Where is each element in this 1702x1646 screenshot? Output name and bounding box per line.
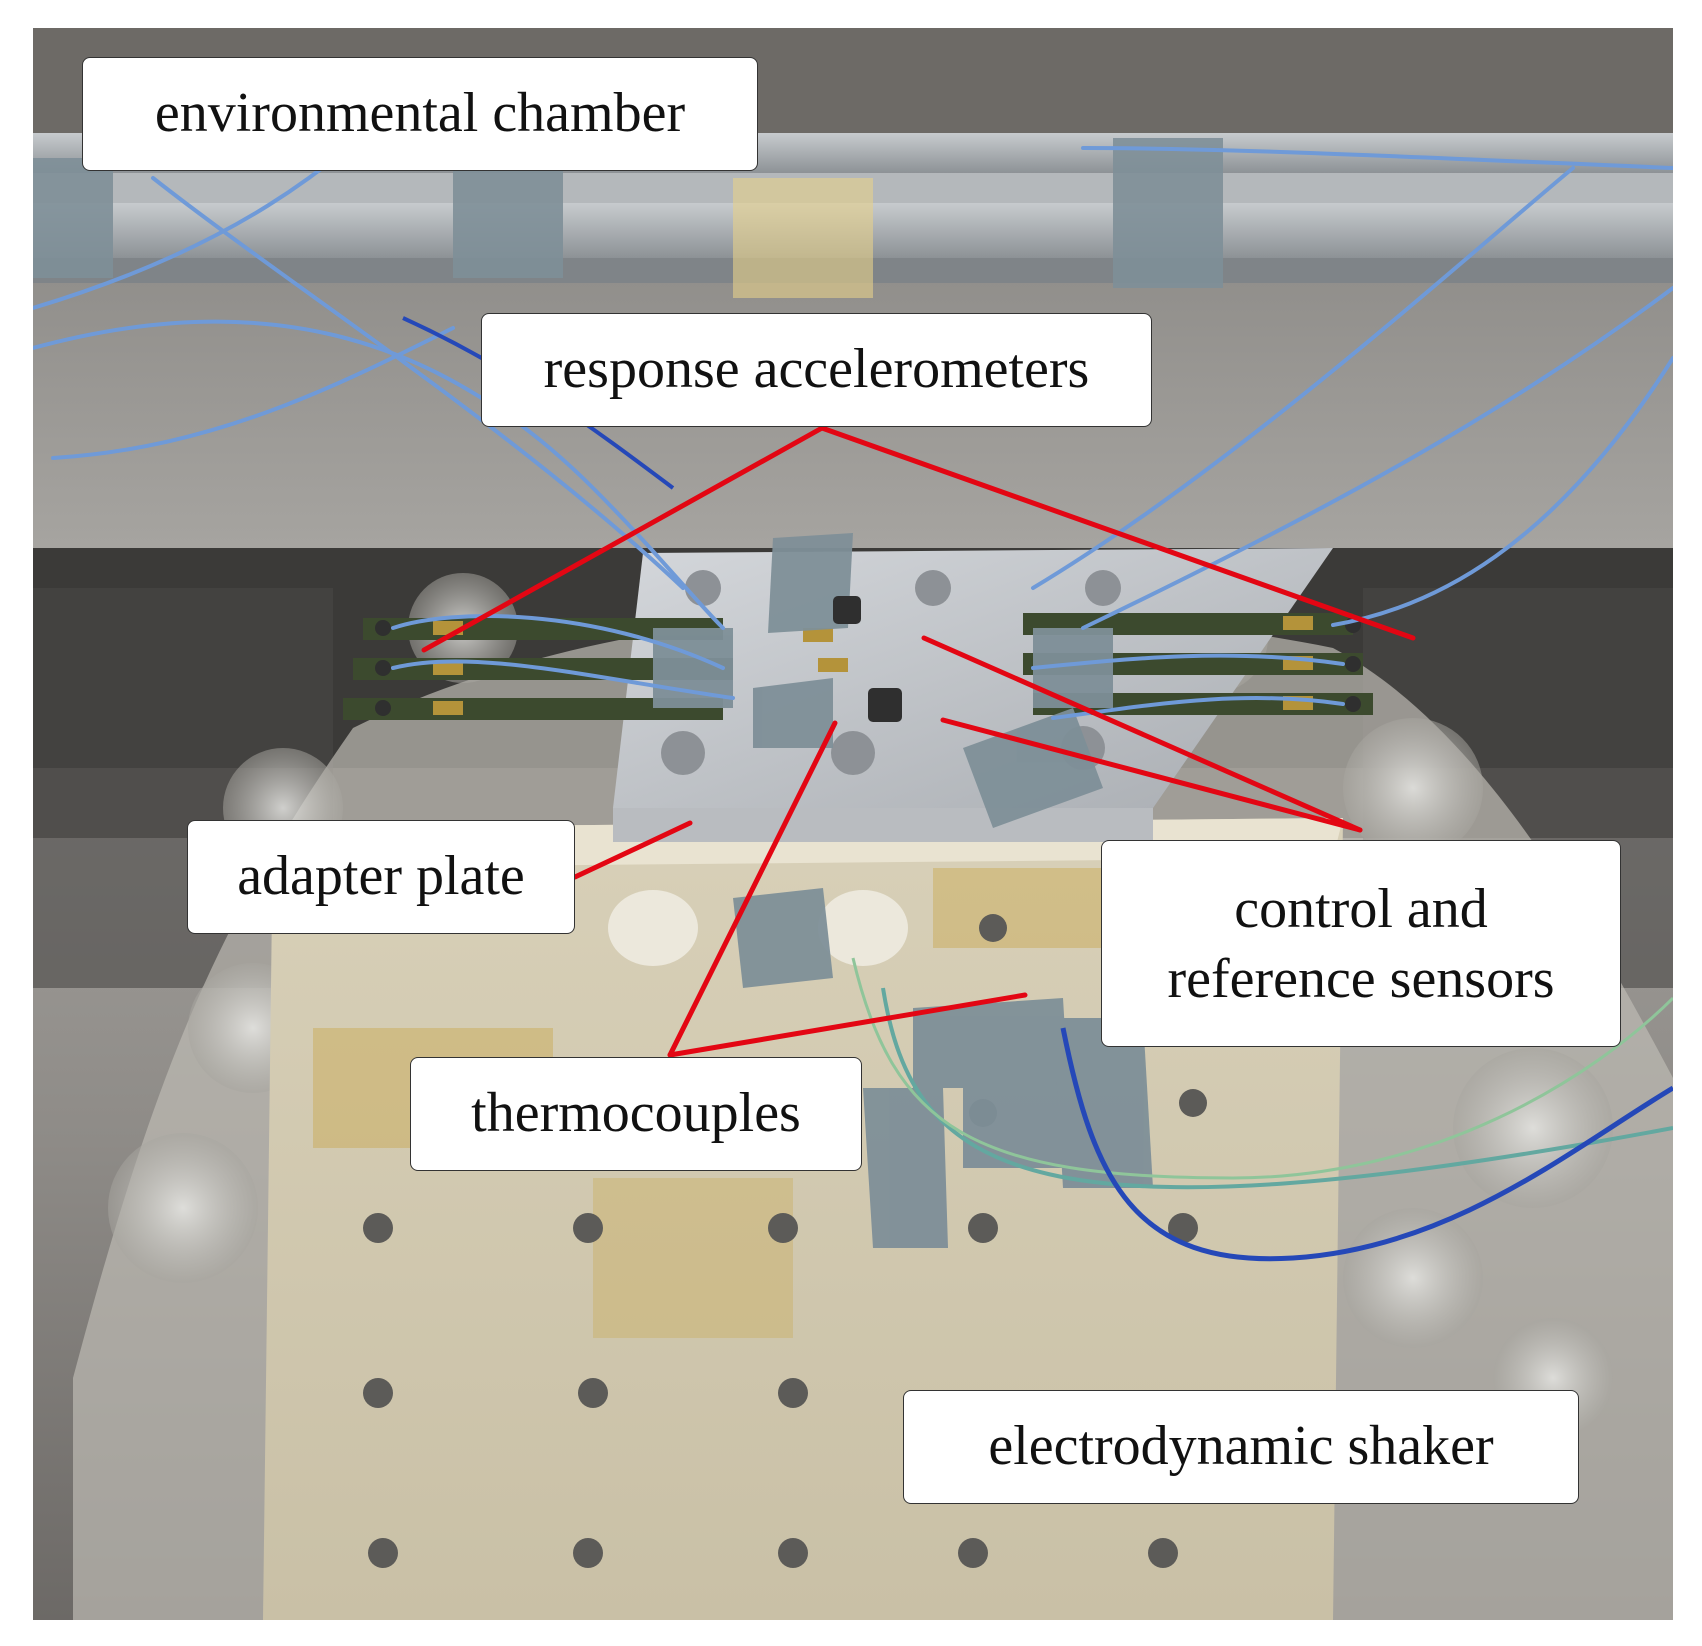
leader-response-left	[421, 425, 825, 653]
leader-control-2	[940, 717, 1363, 833]
test-setup-photo	[33, 28, 1673, 1620]
label-thermocouples: thermocouples	[410, 1057, 862, 1171]
photo-of-test-setup-icon	[33, 28, 1673, 1620]
label-adapter-plate: adapter plate	[187, 820, 575, 934]
label-control-reference-sensors: control and reference sensors	[1101, 840, 1621, 1047]
label-electrodynamic-shaker: electrodynamic shaker	[903, 1390, 1579, 1504]
label-response-accelerometers: response accelerometers	[481, 313, 1152, 427]
leader-adapter	[572, 820, 693, 880]
leader-thermo-left	[667, 720, 838, 1058]
leader-response-right	[819, 425, 1416, 641]
leader-control-1	[921, 635, 1363, 833]
leader-thermo-right	[667, 992, 1028, 1058]
label-environmental-chamber: environmental chamber	[82, 57, 758, 171]
